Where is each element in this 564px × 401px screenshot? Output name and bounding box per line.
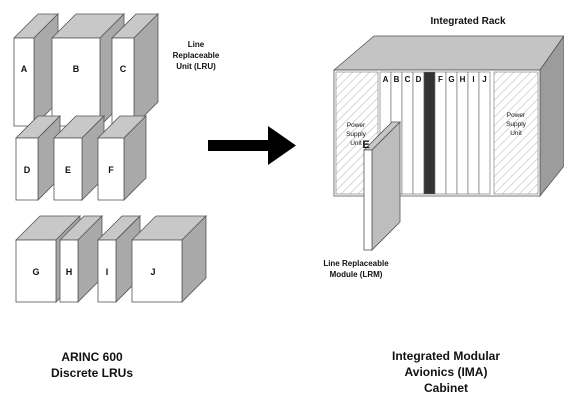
- lru-label-i: I: [106, 267, 109, 277]
- right-caption-line-2: Avionics (IMA): [405, 365, 488, 379]
- lru-label-b: B: [73, 64, 80, 74]
- right-power-supply: Power Supply Unit: [493, 71, 539, 195]
- lru-box-f: F: [97, 115, 147, 201]
- lru-callout: Line Replaceable Unit (LRU): [173, 40, 220, 71]
- rack-slot-label: B: [394, 75, 400, 84]
- left-psu-line-3: Unit: [350, 140, 362, 147]
- right-caption-line-1: Integrated Modular: [392, 349, 500, 363]
- lru-row-3: G H I J: [15, 215, 207, 303]
- lru-callout-line-2: Replaceable: [173, 51, 220, 60]
- lru-row-2: D E F: [15, 115, 147, 201]
- transition-arrow: [208, 126, 296, 165]
- lru-box-d: D: [15, 115, 61, 201]
- lru-box-j: J: [131, 215, 207, 303]
- lru-label-h: H: [66, 267, 73, 277]
- right-psu-line-2: Supply: [506, 121, 527, 128]
- rack-title: Integrated Rack: [430, 16, 505, 27]
- rack-slot: [401, 71, 414, 195]
- rack-top-face: [332, 35, 564, 71]
- rack-slot: [412, 71, 425, 195]
- left-caption-line-2: Discrete LRUs: [51, 366, 133, 380]
- rack-slot: [434, 71, 447, 195]
- lrm-callout-line-2: Module (LRM): [330, 270, 383, 279]
- right-caption-line-3: Cabinet: [424, 381, 468, 395]
- lru-label-e: E: [65, 165, 71, 175]
- rack-slot-label: D: [416, 75, 422, 84]
- rack-slot-label: F: [438, 75, 443, 84]
- lru-box-h: H: [59, 215, 103, 303]
- right-psu-line-3: Unit: [510, 130, 522, 137]
- left-caption: ARINC 600 Discrete LRUs: [51, 350, 133, 380]
- rack-slot-label: C: [405, 75, 411, 84]
- lrm-callout-line-1: Line Replaceable: [323, 259, 389, 268]
- rack-slot-label: G: [448, 75, 454, 84]
- lru-callout-line-1: Line: [188, 40, 205, 49]
- lru-label-c: C: [120, 64, 127, 74]
- lru-label-g: G: [32, 267, 39, 277]
- lru-box-e: E: [53, 115, 105, 201]
- right-caption: Integrated Modular Avionics (IMA) Cabine…: [392, 349, 500, 395]
- lru-label-f: F: [108, 165, 114, 175]
- lru-row-1: A B C: [13, 13, 159, 127]
- rack-slot-label: I: [472, 75, 474, 84]
- rack-slot: [456, 71, 469, 195]
- lru-box-c: C: [111, 13, 159, 127]
- lru-label-d: D: [24, 165, 31, 175]
- rack-slot-label: A: [383, 75, 389, 84]
- lru-label-a: A: [21, 64, 28, 74]
- lrm-callout: Line Replaceable Module (LRM): [323, 259, 389, 279]
- rack-slot: [467, 71, 480, 195]
- left-caption-line-1: ARINC 600: [61, 350, 123, 364]
- rack-slot: [445, 71, 458, 195]
- lru-label-j: J: [150, 267, 155, 277]
- rack-slot-label: J: [482, 75, 486, 84]
- left-psu-line-2: Supply: [346, 131, 367, 138]
- rack-slot: [478, 71, 491, 195]
- rack-slot-label: H: [460, 75, 466, 84]
- right-psu-line-1: Power: [507, 112, 526, 119]
- lru-box-a: A: [13, 13, 59, 127]
- left-psu-line-1: Power: [347, 122, 366, 129]
- pulled-module-e: E: [362, 121, 401, 251]
- lru-callout-line-3: Unit (LRU): [176, 62, 216, 71]
- pulled-module-label: E: [362, 139, 369, 151]
- rack-slot-filled: [423, 71, 436, 195]
